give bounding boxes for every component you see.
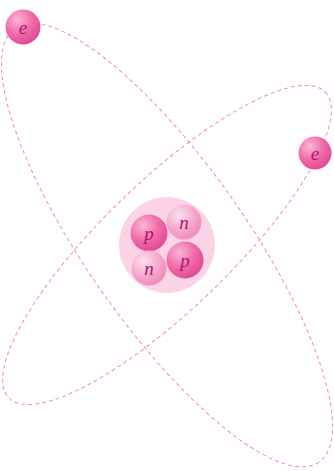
proton: p bbox=[166, 241, 204, 279]
particle-letter: e bbox=[311, 144, 319, 163]
particle-circle bbox=[167, 242, 204, 279]
particle-letter: e bbox=[19, 18, 27, 37]
particle-letter: p bbox=[144, 224, 154, 243]
orbit bbox=[0, 46, 334, 444]
proton: p bbox=[130, 214, 168, 252]
particle-circle bbox=[299, 137, 332, 170]
particle-letter: n bbox=[179, 213, 189, 232]
electron: e bbox=[5, 9, 41, 45]
neutron: n bbox=[131, 250, 167, 286]
electron: e bbox=[298, 136, 332, 170]
neutron: n bbox=[166, 204, 202, 240]
particle-circle bbox=[6, 10, 41, 45]
particle-circle bbox=[132, 251, 167, 286]
particle-letter: p bbox=[180, 251, 190, 270]
particle-circle bbox=[167, 205, 202, 240]
particle-letter: n bbox=[144, 259, 154, 278]
nucleus bbox=[119, 197, 215, 293]
particle-circle bbox=[131, 215, 168, 252]
